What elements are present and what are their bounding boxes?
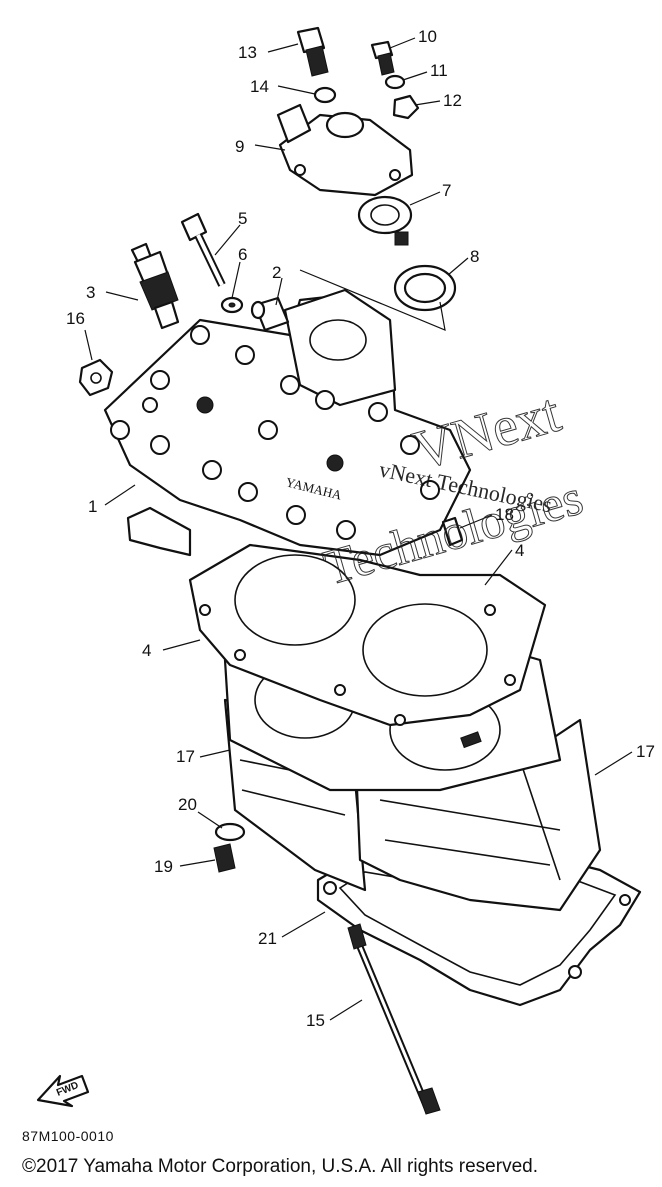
leader-lines bbox=[84, 37, 633, 1021]
housing-bracket-outline bbox=[299, 269, 446, 331]
forward-arrow-icon: FWD bbox=[36, 1074, 90, 1108]
stud-bolt bbox=[347, 923, 441, 1115]
cylinder-head bbox=[103, 288, 472, 557]
callout-21: 21 bbox=[258, 929, 277, 948]
bolt-10 bbox=[370, 40, 395, 76]
callout-16: 16 bbox=[66, 309, 85, 328]
callout-14: 14 bbox=[250, 77, 269, 96]
callout-8: 8 bbox=[470, 247, 479, 266]
callout-15: 15 bbox=[306, 1011, 325, 1030]
callout-5: 5 bbox=[238, 209, 247, 228]
washer-6 bbox=[220, 296, 244, 314]
head-gasket-upper bbox=[188, 543, 547, 727]
callout-6: 6 bbox=[238, 245, 247, 264]
callout-4a: 4 bbox=[142, 641, 151, 660]
callout-19: 19 bbox=[154, 857, 173, 876]
callout-18: 18 bbox=[495, 505, 514, 524]
diagram-code: 87M100-0010 bbox=[22, 1128, 114, 1144]
callout-11: 11 bbox=[430, 61, 448, 80]
hose-fitting bbox=[250, 296, 290, 332]
plug bbox=[441, 516, 464, 547]
bolt-13 bbox=[296, 26, 329, 77]
callout-7: 7 bbox=[442, 181, 451, 200]
nut bbox=[78, 358, 114, 397]
copyright-notice: ©2017 Yamaha Motor Corporation, U.S.A. A… bbox=[22, 1156, 538, 1177]
callout-1: 1 bbox=[88, 497, 97, 516]
callout-20: 20 bbox=[178, 795, 197, 814]
drain-gasket bbox=[214, 822, 246, 842]
spark-plug bbox=[130, 242, 180, 330]
callout-labels: 1 2 3 4 4 5 6 7 8 9 10 11 12 13 14 15 16… bbox=[66, 27, 655, 1030]
callout-10: 10 bbox=[418, 27, 437, 46]
callout-12: 12 bbox=[443, 91, 462, 110]
washer-14 bbox=[313, 86, 337, 104]
head-bolt bbox=[180, 212, 226, 287]
thermostat bbox=[357, 195, 413, 246]
drain-plug bbox=[213, 843, 236, 873]
callout-17b: 17 bbox=[636, 742, 655, 761]
callout-4b: 4 bbox=[515, 541, 524, 560]
callout-13: 13 bbox=[238, 43, 257, 62]
callout-17a: 17 bbox=[176, 747, 195, 766]
thermostat-seal bbox=[393, 264, 457, 312]
callout-3: 3 bbox=[86, 283, 95, 302]
callout-2: 2 bbox=[272, 263, 281, 282]
callout-9: 9 bbox=[235, 137, 244, 156]
thermostat-cover bbox=[276, 103, 414, 197]
washer-12 bbox=[392, 94, 420, 120]
washer-11 bbox=[384, 74, 406, 90]
